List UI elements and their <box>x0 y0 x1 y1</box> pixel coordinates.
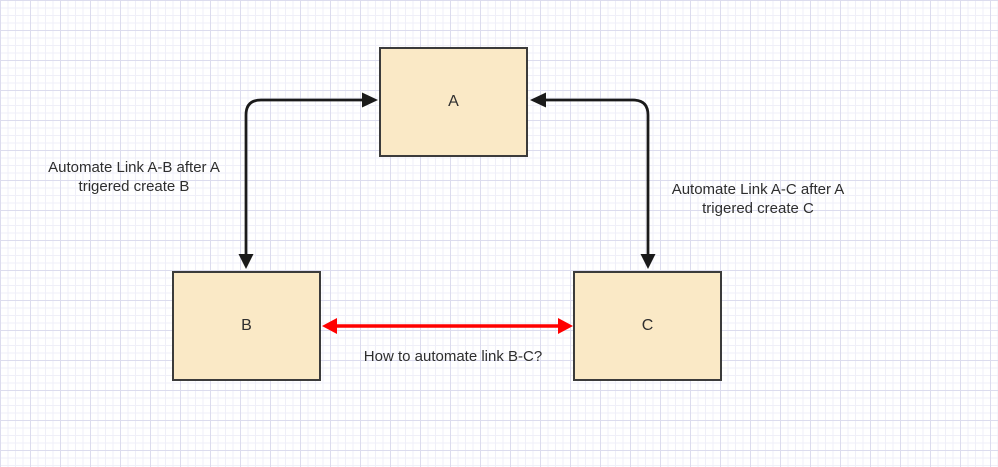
edge-label-ab-line1: Automate Link A-B after A <box>48 159 220 176</box>
edge-label-ab-line2: trigered create B <box>78 178 190 195</box>
node-a-label: A <box>448 93 459 110</box>
edge-label-bc-text: How to automate link B-C? <box>363 348 543 365</box>
arrowhead-into-c-left <box>558 318 573 334</box>
edge-label-ac-line1: Automate Link A-C after A <box>671 181 845 198</box>
edge-label-ac-line2: trigered create C <box>702 200 814 217</box>
arrowhead-into-a-left <box>362 92 378 108</box>
node-b[interactable]: B <box>172 271 321 381</box>
node-c-label: C <box>641 317 654 334</box>
edge-c-to-a[interactable] <box>546 98 650 256</box>
edge-label-ac[interactable]: Automate Link A-C after A trigered creat… <box>628 180 888 218</box>
node-b-label: B <box>241 317 252 334</box>
arrowhead-into-a-right <box>530 92 546 108</box>
node-a[interactable]: A <box>379 47 528 157</box>
edge-label-ab[interactable]: Automate Link A-B after A trigered creat… <box>4 158 264 196</box>
arrowhead-into-b-top <box>238 254 254 269</box>
arrowhead-into-b-right <box>322 318 337 334</box>
node-c[interactable]: C <box>573 271 722 381</box>
edge-label-bc[interactable]: How to automate link B-C? <box>323 347 583 366</box>
arrowhead-into-c-top <box>640 254 656 269</box>
edge-b-to-a[interactable] <box>244 98 362 256</box>
